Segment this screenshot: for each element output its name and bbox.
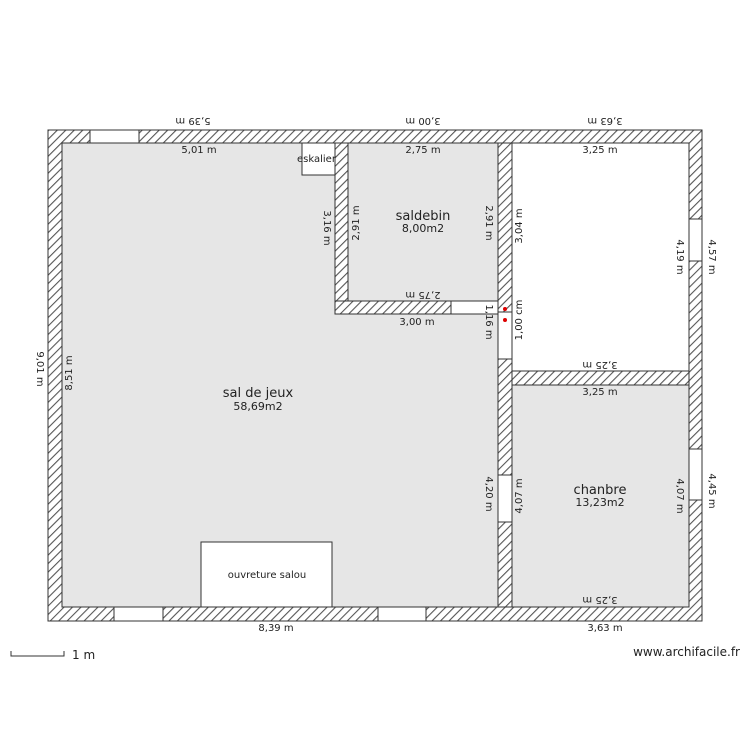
room-area-chanbre: 13,23m2 [575, 496, 624, 509]
room-name-saldebin: saldebin [396, 209, 451, 224]
floor-room-top-right[interactable] [511, 142, 690, 372]
dim-top-inner-right: 3,25 m [582, 145, 617, 156]
wall-saldebin-left [334, 142, 349, 315]
red-marker-2 [503, 318, 507, 322]
window-bottom-mid[interactable] [377, 606, 427, 622]
dim-sdb-right-inner: 2,91 m [483, 205, 494, 240]
red-marker [503, 307, 507, 311]
floor-saldebin[interactable] [347, 142, 499, 302]
dim-top-outer-left: 5,39 m [175, 115, 210, 126]
dim-sdb-bottom-inner: 2,75 m [405, 289, 440, 300]
dim-sdb-left-outer: 3,16 m [321, 210, 332, 245]
dim-mid-room-top-outer: 3,25 m [582, 359, 617, 370]
dim-bottom-right-inner: 3,25 m [582, 594, 617, 605]
dim-part-bottom-inner: 4,07 m [514, 478, 525, 513]
dim-part-label: 1,00 cm [514, 300, 525, 341]
window-bottom-left[interactable] [113, 606, 164, 622]
dim-part-bottom-left: 4,20 m [483, 476, 494, 511]
door-partition-top[interactable] [497, 311, 513, 360]
dim-top-inner-mid: 2,75 m [405, 145, 440, 156]
dim-right-top-outer: 4,57 m [706, 239, 717, 274]
dim-mid-room-top-inner: 3,25 m [582, 387, 617, 398]
floor-chanbre[interactable] [511, 384, 690, 608]
stair-label: eskalier [297, 154, 337, 165]
dim-sdb-left-inner: 2,91 m [351, 205, 362, 240]
room-name-sal-de-jeux: sal de jeux [223, 386, 294, 401]
dim-top-inner-left: 5,01 m [181, 145, 216, 156]
door-partition-bottom[interactable] [497, 474, 513, 523]
room-name-chanbre: chanbre [574, 483, 627, 498]
dim-top-outer-mid: 3,00 m [405, 115, 440, 126]
dim-top-outer-right: 3,63 m [587, 115, 622, 126]
dim-right-top-inner: 4,19 m [674, 239, 685, 274]
dim-left-inner: 8,51 m [64, 355, 75, 390]
wall-partition-right [511, 370, 690, 386]
window-right-top[interactable] [688, 218, 703, 262]
watermark: www.archifacile.fr [633, 645, 740, 659]
scale-bar [10, 651, 65, 657]
dim-right-bottom-inner: 4,07 m [674, 478, 685, 513]
dim-left-outer: 9,01 m [34, 351, 45, 386]
dim-right-bottom-outer: 4,45 m [706, 473, 717, 508]
room-area-sal-de-jeux: 58,69m2 [233, 400, 282, 413]
scale-label: 1 m [72, 648, 95, 662]
window-top-left[interactable] [89, 129, 140, 144]
dim-bottom-right: 3,63 m [587, 623, 622, 634]
room-area-saldebin: 8,00m2 [402, 222, 444, 235]
ouverture-label: ouvreture salou [228, 570, 306, 581]
dim-part-top: 3,04 m [514, 208, 525, 243]
door-saldebin[interactable] [450, 300, 499, 315]
stair-box[interactable] [301, 142, 336, 176]
dim-sdb-bottom-outer: 3,00 m [399, 317, 434, 328]
dim-bottom-left: 8,39 m [258, 623, 293, 634]
wall-partition [497, 142, 513, 608]
window-right-bottom[interactable] [688, 448, 703, 501]
ouverture-box[interactable] [200, 541, 333, 608]
dim-part-mid: 1,16 m [483, 304, 494, 339]
